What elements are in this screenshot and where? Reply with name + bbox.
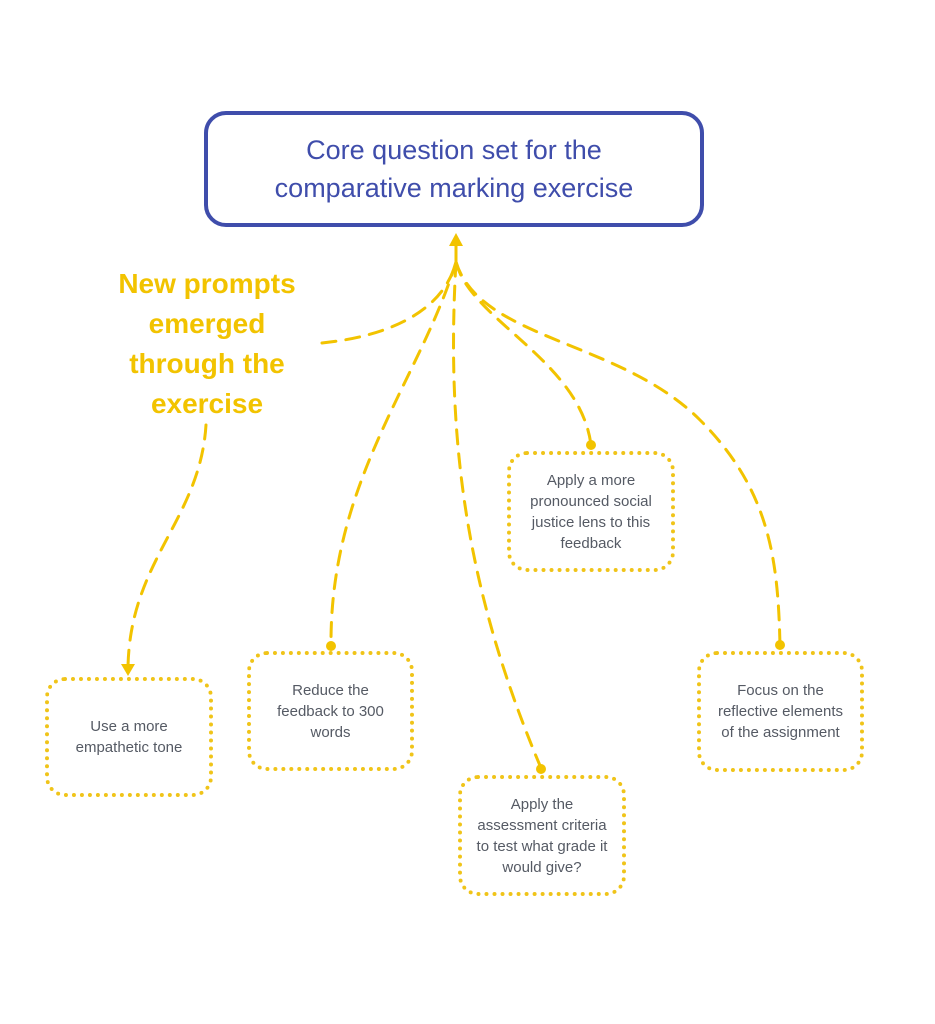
prompt-label: Reduce the feedback to 300 words	[277, 681, 384, 741]
connector-core-to-social	[454, 260, 593, 447]
endpoint-dot-reduce	[326, 641, 336, 651]
prompt-label: Apply the assessment criteria to test wh…	[476, 795, 608, 876]
connector-core-to-reduce	[329, 260, 458, 647]
prompt-label: Use a more empathetic tone	[75, 718, 183, 756]
annotation-new-prompts: New prompts emerged through the exercise	[118, 268, 296, 419]
connector-core-to-assessment	[452, 260, 543, 770]
connector-annotation-to-empathetic	[126, 423, 208, 669]
endpoint-dot-reflective	[775, 640, 785, 650]
prompt-box-reduce-feedback: Reduce the feedback to 300 words	[247, 651, 414, 771]
core-question-box: Core question set for the comparative ma…	[204, 111, 704, 227]
prompt-box-reflective-elements: Focus on the reflective elements of the …	[697, 651, 864, 772]
endpoint-dot-social	[586, 440, 596, 450]
prompt-box-social-justice: Apply a more pronounced social justice l…	[507, 451, 675, 572]
core-question-title: Core question set for the comparative ma…	[274, 135, 634, 203]
prompt-box-empathetic-tone: Use a more empathetic tone	[45, 677, 213, 797]
arrowhead-empathetic	[121, 664, 135, 676]
prompt-label: Apply a more pronounced social justice l…	[530, 471, 652, 552]
prompt-box-assessment-criteria: Apply the assessment criteria to test wh…	[458, 775, 626, 896]
arrowhead-core	[449, 233, 463, 246]
prompt-label: Focus on the reflective elements of the …	[717, 682, 844, 741]
connector-core-to-reflective	[454, 260, 782, 647]
connector-annotation-to-core	[320, 260, 458, 345]
endpoint-dot-assessment	[536, 764, 546, 774]
